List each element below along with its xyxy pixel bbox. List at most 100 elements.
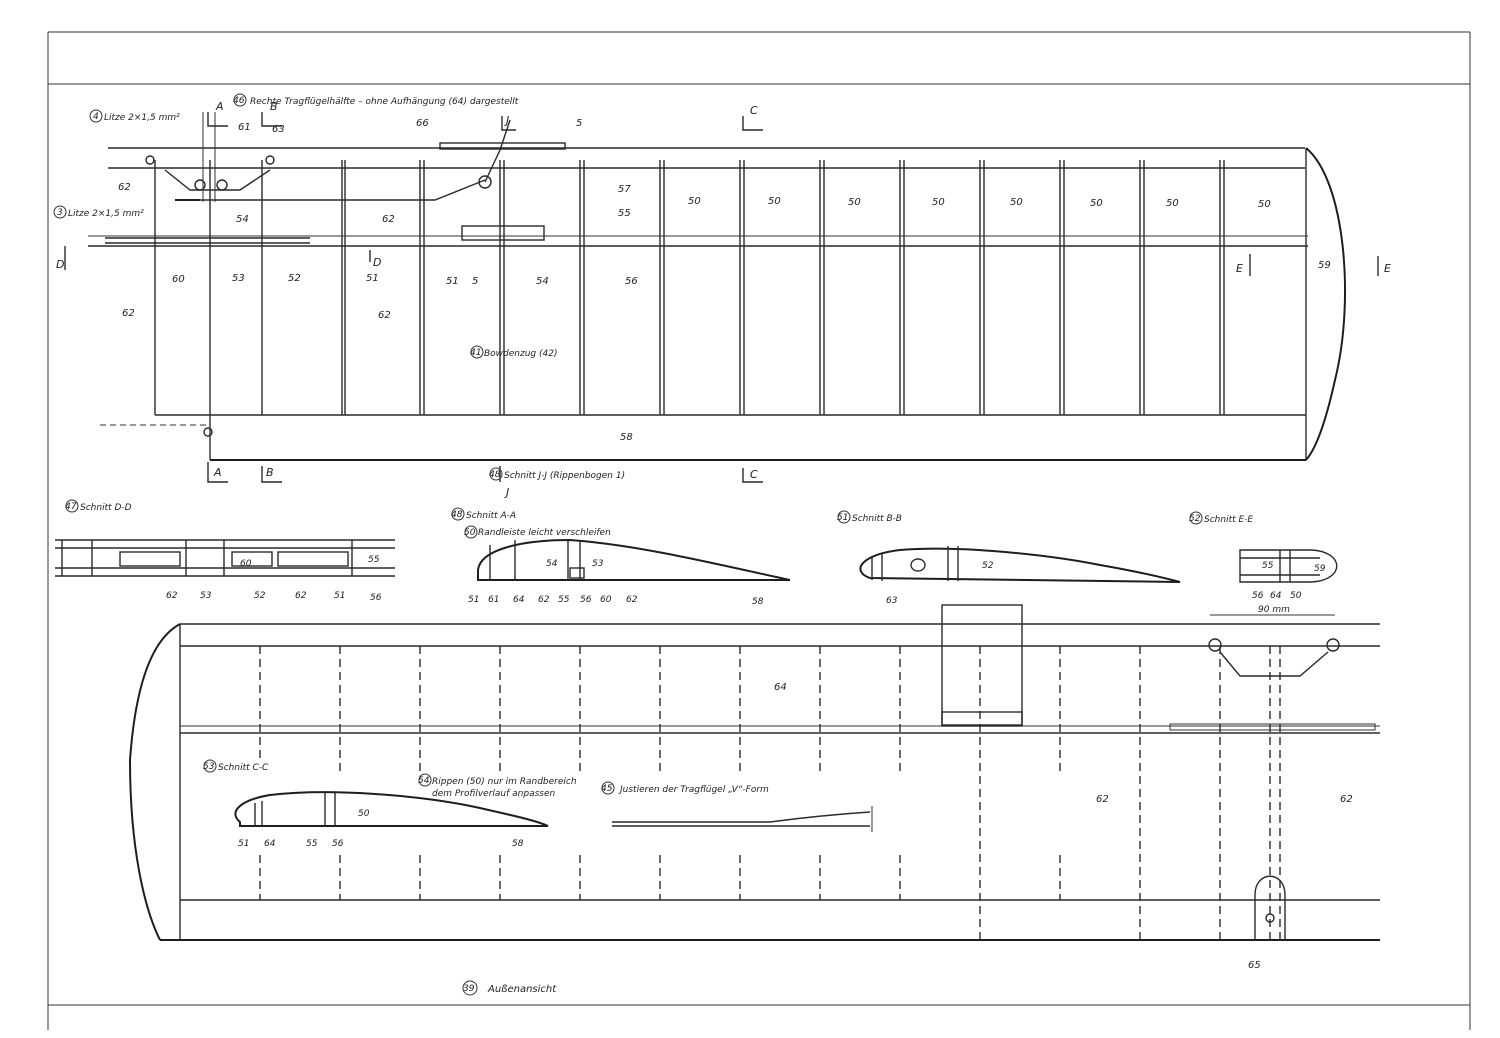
ee-56: 56 bbox=[1252, 591, 1264, 601]
schnitt-dd-label: Schnitt D-D bbox=[80, 503, 132, 513]
right-wing-plan-view bbox=[64, 112, 1379, 483]
lower-64: 64 bbox=[774, 682, 787, 693]
bb-52: 52 bbox=[982, 561, 994, 571]
aa-62-a: 62 bbox=[538, 595, 550, 605]
schnitt-cc-label: Schnitt C-C bbox=[218, 763, 269, 773]
cc-58: 58 bbox=[512, 839, 524, 849]
section-letter-j-top: J bbox=[504, 114, 509, 127]
cc-56: 56 bbox=[332, 839, 344, 849]
aa-55: 55 bbox=[558, 595, 570, 605]
section-letter-e-left: E bbox=[1236, 262, 1243, 275]
circle-ref-39: 39 bbox=[463, 984, 475, 994]
lower-62-a: 62 bbox=[1096, 794, 1109, 805]
circle-ref-41: 41 bbox=[470, 348, 481, 358]
circle-ref-50: 50 bbox=[464, 528, 476, 538]
part-52-top: 52 bbox=[288, 273, 301, 284]
dd-53: 53 bbox=[200, 591, 212, 601]
part-63: 63 bbox=[272, 124, 285, 135]
part-53-top: 53 bbox=[232, 273, 245, 284]
cc-51: 51 bbox=[238, 839, 249, 849]
circle-ref-51: 51 bbox=[837, 513, 848, 523]
schnitt-jj-label: Schnitt J-J (Rippenbogen 1) bbox=[504, 471, 625, 481]
v-form-label: Justieren der Tragflügel „V“-Form bbox=[618, 785, 769, 795]
part-numbers-top: 66 5 61 63 62 62 62 62 54 57 55 56 60 53… bbox=[118, 118, 1331, 443]
cc-64: 64 bbox=[264, 839, 276, 849]
aa-51: 51 bbox=[468, 595, 479, 605]
sheet-frame bbox=[47, 31, 1471, 1030]
aa-60: 60 bbox=[600, 595, 612, 605]
v-form-sketch bbox=[612, 806, 873, 832]
dd-62-b: 62 bbox=[295, 591, 307, 601]
part-50-d: 50 bbox=[932, 197, 945, 208]
section-letter-e-right: E bbox=[1384, 262, 1391, 275]
section-letter-d-right: D bbox=[373, 256, 381, 269]
part-55-top: 55 bbox=[618, 208, 631, 219]
lower-62-b: 62 bbox=[1340, 794, 1353, 805]
dd-60: 60 bbox=[240, 559, 252, 569]
aa-61: 61 bbox=[488, 595, 499, 605]
label-group: Rechte Tragflügelhälfte – ohne Aufhängun… bbox=[53, 93, 1391, 996]
circle-ref-46: 46 bbox=[233, 96, 245, 106]
part-50-e: 50 bbox=[1010, 197, 1023, 208]
dd-55: 55 bbox=[368, 555, 380, 565]
title-left-half: Außenansicht bbox=[487, 984, 557, 995]
section-letter-a-top: A bbox=[215, 100, 224, 113]
part-62-b: 62 bbox=[382, 214, 395, 225]
part-5-top: 5 bbox=[576, 118, 582, 129]
circle-ref-48: 48 bbox=[489, 470, 501, 480]
dd-56: 56 bbox=[370, 593, 382, 603]
part-61: 61 bbox=[238, 122, 251, 133]
section-bb bbox=[859, 546, 1181, 583]
schnitt-aa-label: Schnitt A-A bbox=[466, 511, 516, 521]
part-62-d: 62 bbox=[378, 310, 391, 321]
circle-ref-45: 45 bbox=[601, 784, 613, 794]
circle-ref-54: 54 bbox=[418, 776, 430, 786]
part-56-top: 56 bbox=[625, 276, 638, 287]
section-aa bbox=[477, 538, 791, 581]
dd-51: 51 bbox=[334, 591, 345, 601]
ee-64: 64 bbox=[1270, 591, 1282, 601]
root-fitting bbox=[105, 112, 566, 437]
circle-refs: 46 4 3 48 47 48 50 51 52 53 54 45 41 bbox=[53, 93, 1203, 996]
circle-ref-3: 3 bbox=[57, 208, 63, 218]
aa-56: 56 bbox=[580, 595, 592, 605]
note-cc-line1: Rippen (50) nur im Randbereich bbox=[432, 777, 577, 787]
ee-55: 55 bbox=[1262, 561, 1274, 571]
aa-53: 53 bbox=[592, 559, 604, 569]
schnitt-ee-label: Schnitt E-E bbox=[1204, 515, 1253, 525]
part-numbers-lower: 64 62 62 65 bbox=[774, 682, 1353, 971]
section-cc bbox=[234, 791, 549, 827]
part-57: 57 bbox=[618, 184, 631, 195]
section-letter-c-bottom: C bbox=[750, 468, 758, 481]
part-62-a: 62 bbox=[118, 182, 131, 193]
part-50-g: 50 bbox=[1166, 198, 1179, 209]
section-ee bbox=[1239, 549, 1338, 583]
litze-top-label: Litze 2×1,5 mm² bbox=[104, 113, 180, 123]
dim-90-label: 90 mm bbox=[1258, 605, 1290, 615]
dd-52: 52 bbox=[254, 591, 266, 601]
part-54-top: 54 bbox=[236, 214, 249, 225]
part-54-mid: 54 bbox=[536, 276, 549, 287]
part-51-top-a: 51 bbox=[366, 273, 379, 284]
section-letter-c-top: C bbox=[750, 104, 758, 117]
circle-ref-4: 4 bbox=[93, 112, 99, 122]
section-letter-j-bottom: J bbox=[504, 486, 509, 499]
section-marks-top bbox=[64, 112, 1379, 483]
part-62-c: 62 bbox=[122, 308, 135, 319]
part-50-h: 50 bbox=[1258, 199, 1271, 210]
left-wing-outside-view bbox=[128, 604, 1380, 941]
center-fitting bbox=[941, 604, 1340, 940]
bb-63: 63 bbox=[886, 596, 898, 606]
part-50-b: 50 bbox=[768, 196, 781, 207]
title-right-half: Rechte Tragflügelhälfte – ohne Aufhängun… bbox=[250, 97, 519, 107]
aa-54: 54 bbox=[546, 559, 558, 569]
ee-59: 59 bbox=[1314, 564, 1326, 574]
aa-62-b: 62 bbox=[626, 595, 638, 605]
part-50-a: 50 bbox=[688, 196, 701, 207]
section-letters: A B C J D D E E A B C J bbox=[56, 100, 1391, 499]
dd-62-a: 62 bbox=[166, 591, 178, 601]
part-59-top: 59 bbox=[1318, 260, 1331, 271]
ee-50: 50 bbox=[1290, 591, 1302, 601]
aa-64: 64 bbox=[513, 595, 525, 605]
